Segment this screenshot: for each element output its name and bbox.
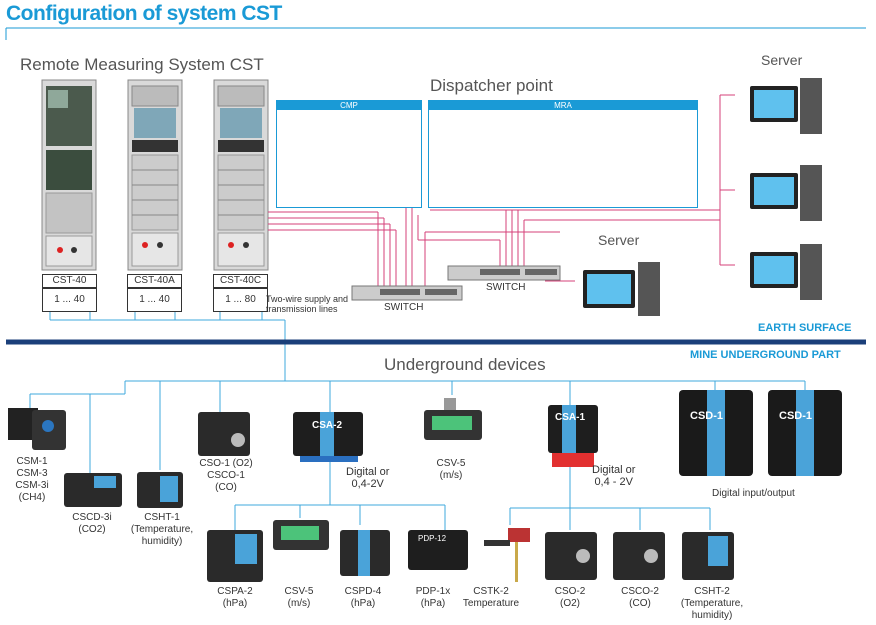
mine-underground-label: MINE UNDERGROUND PART [690, 349, 841, 361]
mra-panel-title: MRA [429, 101, 697, 110]
mra-panel: MRA [428, 100, 698, 208]
csv5-top-label: CSV-5(m/s) [436, 458, 466, 481]
cabinet-cst-40c [213, 79, 269, 271]
underground-heading: Underground devices [384, 355, 546, 374]
cabinet-cst-40c-range: 1 ... 80 [213, 288, 268, 312]
switch-right-label: SWITCH [486, 282, 526, 293]
cabinet-cst-40c-label: CST-40C [213, 274, 268, 288]
page-title: Configuration of system CST [6, 2, 282, 25]
cabinet-cst-40a-label: CST-40A [127, 274, 182, 288]
cspd4-label: CSPD-4(hPa) [344, 586, 382, 609]
earth-surface-label: EARTH SURFACE [758, 322, 852, 334]
switch-right-graphic [447, 265, 561, 281]
csht1-label: CSHT-1(Temperature,humidity) [130, 512, 194, 547]
csd1-tag-left: CSD-1 [690, 410, 724, 422]
cmp-panel-title: CMP [277, 101, 421, 110]
cabinet-cst-40-label: CST-40 [42, 274, 97, 288]
digital-io-label: Digital input/output [712, 488, 795, 499]
csv5-bottom-label: CSV-5(m/s) [284, 586, 314, 609]
cso1-label: CSO-1 (O2)CSCO-1(CO) [199, 458, 253, 493]
cabinet-cst-40-range: 1 ... 40 [42, 288, 97, 312]
cabinet-cst-40a [127, 79, 183, 271]
remote-heading: Remote Measuring System CST [20, 55, 264, 74]
server-mid-graphic [583, 262, 660, 316]
server-right-graphics [750, 78, 822, 300]
server-label-top: Server [761, 52, 803, 68]
csa2-tag: CSA-2 [312, 420, 343, 431]
cso2-label: CSO-2(O2) [554, 586, 586, 609]
cabinet-cst-40a-range: 1 ... 40 [127, 288, 182, 312]
dispatcher-heading: Dispatcher point [430, 76, 553, 95]
pdp12-tag: PDP-12 [418, 534, 447, 543]
csd1-tag-right: CSD-1 [779, 410, 813, 422]
cspa2-label: CSPA-2(hPa) [217, 586, 253, 609]
device-graphics [8, 390, 842, 582]
csco2-label: CSCO-2(CO) [621, 586, 659, 609]
switch-left-label: SWITCH [384, 302, 424, 313]
cscd-label: CSCD-3i(CO2) [72, 512, 112, 535]
cmp-panel: CMP [276, 100, 422, 208]
pdp1x-label: PDP-1x(hPa) [415, 586, 451, 609]
csht2-label: CSHT-2(Temperature,humidity) [680, 586, 744, 621]
cabinet-cst-40 [41, 79, 97, 271]
csa1-tag: CSA-1 [555, 412, 586, 423]
switch-left-graphic [351, 285, 463, 301]
server-label-mid: Server [598, 232, 640, 248]
